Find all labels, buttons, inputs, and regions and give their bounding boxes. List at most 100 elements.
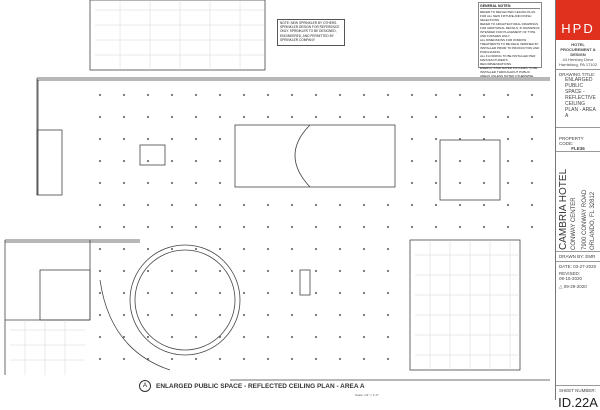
ceiling-fixture: [99, 182, 101, 184]
ceiling-fixture: [243, 94, 245, 96]
drawing-title-section: DRAWING TITLE: ENLARGED PUBLIC SPACE - R…: [556, 70, 600, 128]
ceiling-fixture: [507, 138, 509, 140]
ceiling-fixture: [483, 138, 485, 140]
ceiling-fixture: [459, 226, 461, 228]
revised-label: REVISED:: [559, 271, 581, 276]
ceiling-fixture: [243, 270, 245, 272]
drawn-by: DRAWN BY: EMR: [556, 252, 600, 262]
ceiling-fixture: [99, 336, 101, 338]
ceiling-fixture: [99, 248, 101, 250]
ceiling-fixture: [195, 160, 197, 162]
ceiling-fixture: [171, 94, 173, 96]
ceiling-fixture: [507, 182, 509, 184]
ceiling-fixture: [411, 138, 413, 140]
note-item: ALL FLOORING TO BE INSTALLED PER MANUFAC…: [480, 54, 536, 66]
ceiling-fixture: [99, 116, 101, 118]
ceiling-fixture: [123, 314, 125, 316]
ceiling-fixture: [315, 292, 317, 294]
ceiling-fixture: [483, 116, 485, 118]
ceiling-fixture: [291, 94, 293, 96]
ceiling-fixture: [267, 314, 269, 316]
ceiling-fixture: [219, 160, 221, 162]
project-address-2: ORLANDO, FL 32812: [590, 191, 596, 250]
ceiling-fixture: [267, 248, 269, 250]
ceiling-fixture: [339, 314, 341, 316]
ceiling-fixture: [531, 138, 533, 140]
ceiling-fixture: [435, 182, 437, 184]
ceiling-fixture: [291, 270, 293, 272]
ceiling-fixture: [219, 182, 221, 184]
ceiling-fixture: [363, 248, 365, 250]
ceiling-fixture: [147, 138, 149, 140]
elevator-bank: [36, 129, 63, 196]
ceiling-fixture: [387, 226, 389, 228]
ceiling-fixture: [411, 94, 413, 96]
ceiling-fixture: [411, 182, 413, 184]
property-code: FLE36: [571, 146, 585, 151]
ceiling-fixture: [459, 138, 461, 140]
ceiling-fixture: [363, 116, 365, 118]
ceiling-fixture: [171, 182, 173, 184]
ceiling-fixture: [435, 160, 437, 162]
ceiling-fixture: [99, 292, 101, 294]
date: DATE: 03-27-2020: [559, 264, 597, 269]
ceiling-fixture: [171, 248, 173, 250]
exterior-wall: [90, 77, 550, 81]
ceiling-fixture: [147, 160, 149, 162]
ceiling-fixture: [435, 94, 437, 96]
ceiling-fixture: [171, 358, 173, 360]
ceiling-fixture: [483, 94, 485, 96]
ceiling-fixture: [99, 94, 101, 96]
ceiling-fixture: [147, 270, 149, 272]
ceiling-fixture: [459, 204, 461, 206]
ceiling-fixture: [291, 248, 293, 250]
note-item: REFER TO ARCHITECTURAL DRAWINGS FOR ADDI…: [480, 22, 540, 38]
ceiling-fixture: [171, 314, 173, 316]
ceiling-fixture: [147, 94, 149, 96]
ceiling-fixture: [171, 160, 173, 162]
ceiling-fixture: [315, 248, 317, 250]
ceiling-fixture: [99, 314, 101, 316]
ceiling-fixture: [195, 226, 197, 228]
ceiling-fixture: [171, 336, 173, 338]
ceiling-fixture: [99, 204, 101, 206]
ceiling-fixture: [195, 292, 197, 294]
ceiling-fixture: [315, 116, 317, 118]
ceiling-fixture: [531, 116, 533, 118]
ceiling-fixture: [483, 226, 485, 228]
ceiling-fixture: [339, 204, 341, 206]
ceiling-fixture: [195, 116, 197, 118]
note-item: ENERGY STAR RATED FIXTURES TO BE INSTALL…: [480, 66, 538, 78]
ceiling-fixture: [123, 94, 125, 96]
ceiling-fixture: [147, 204, 149, 206]
general-notes: GENERAL NOTES: REFER TO REFLECTED CEILIN…: [478, 2, 542, 78]
ceiling-fixture: [411, 204, 413, 206]
sheet-number-label: SHEET NUMBER:: [559, 388, 596, 393]
drawing-title-label: DRAWING TITLE:: [559, 72, 596, 77]
firm-address-2: Harrisburg, PA 17102: [559, 62, 597, 67]
project-info: CAMBRIA HOTEL CONWAY CENTER 7900 CONWAY …: [556, 152, 600, 252]
ceiling-fixture: [219, 358, 221, 360]
ceiling-fixture: [243, 226, 245, 228]
ceiling-fixture: [243, 358, 245, 360]
ceiling-fixture: [483, 204, 485, 206]
ceiling-fixture: [267, 204, 269, 206]
ceiling-fixture: [195, 94, 197, 96]
ceiling-fixture: [171, 116, 173, 118]
ceiling-fixture: [195, 138, 197, 140]
ceiling-fixture: [195, 204, 197, 206]
ceiling-fixture: [219, 226, 221, 228]
ceiling-fixture: [339, 226, 341, 228]
ceiling-fixture: [243, 248, 245, 250]
ceiling-fixture: [531, 182, 533, 184]
ceiling-fixture: [363, 314, 365, 316]
ceiling-fixture: [195, 314, 197, 316]
ceiling-fixture: [99, 138, 101, 140]
ceiling-fixture: [123, 248, 125, 250]
reception-desk-area: [234, 124, 396, 188]
ceiling-fixture: [243, 314, 245, 316]
ceiling-fixture: [147, 292, 149, 294]
ceiling-fixture: [219, 94, 221, 96]
ceiling-fixture: [459, 182, 461, 184]
ceiling-fixture: [147, 182, 149, 184]
